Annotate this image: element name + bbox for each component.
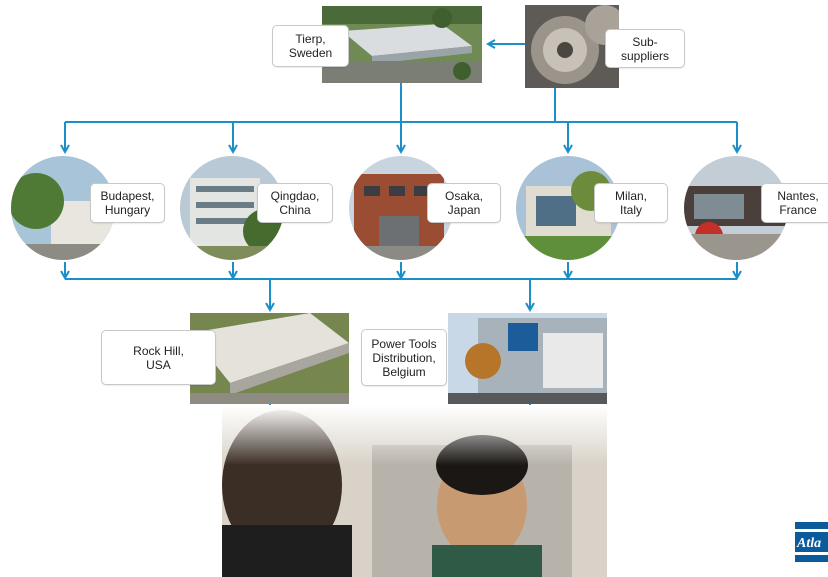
rockhill-label: Rock Hill, USA [101, 330, 216, 385]
nantes-label: Nantes, France [761, 183, 828, 223]
osaka-label-text: Osaka, Japan [444, 189, 483, 217]
subsuppliers-label: Sub- suppliers [605, 29, 685, 68]
tierp-photo [322, 6, 482, 83]
milan-label-text: Milan, Italy [614, 189, 647, 217]
nantes-label-text: Nantes, France [777, 189, 819, 217]
subsuppliers-label-text: Sub- suppliers [620, 34, 670, 63]
svg-text:Atla: Atla [796, 536, 821, 551]
atlas-copco-logo: Atla [795, 522, 828, 562]
rockhill-photo [190, 313, 349, 404]
osaka-label: Osaka, Japan [427, 183, 501, 223]
customers-photo [222, 405, 607, 577]
budapest-label-text: Budapest, Hungary [100, 189, 155, 217]
rockhill-label-text: Rock Hill, USA [133, 343, 184, 372]
subsuppliers-photo [525, 5, 619, 88]
budapest-label: Budapest, Hungary [90, 183, 165, 223]
belgium-label: Power Tools Distribution, Belgium [361, 329, 447, 386]
qingdao-label-text: Qingdao, China [270, 189, 320, 217]
tierp-label: Tierp, Sweden [272, 25, 349, 67]
tierp-label-text: Tierp, Sweden [288, 32, 333, 60]
qingdao-label: Qingdao, China [257, 183, 333, 223]
belgium-photo [448, 313, 607, 404]
milan-label: Milan, Italy [594, 183, 668, 223]
belgium-label-text: Power Tools Distribution, Belgium [371, 336, 437, 379]
